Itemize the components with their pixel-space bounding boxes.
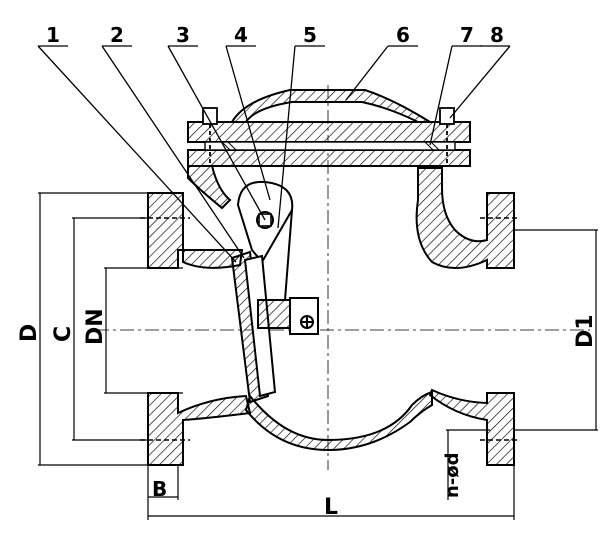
left-flange bbox=[147, 192, 252, 466]
dim-n-phi-d: n-ød bbox=[442, 452, 463, 498]
callout-5: 5 bbox=[303, 23, 317, 47]
disc-holder bbox=[257, 299, 293, 329]
callout-7: 7 bbox=[460, 23, 474, 47]
callout-leaders bbox=[37, 45, 511, 263]
dim-DN: DN bbox=[83, 308, 108, 345]
callout-6: 6 bbox=[396, 23, 410, 47]
body-left-wall bbox=[187, 165, 232, 210]
right-flange bbox=[415, 167, 515, 466]
bolts bbox=[202, 107, 455, 166]
bonnet bbox=[230, 89, 434, 123]
flange-bolt-holes bbox=[140, 217, 520, 441]
dim-L: L bbox=[324, 495, 338, 520]
valve-body-bowl bbox=[244, 390, 433, 452]
callout-8: 8 bbox=[490, 23, 504, 47]
dimension-labels: D C DN D1 B L n-ød bbox=[17, 308, 598, 520]
callout-1: 1 bbox=[46, 23, 60, 47]
dim-D1: D1 bbox=[573, 314, 598, 348]
gasket bbox=[204, 141, 456, 151]
callout-3: 3 bbox=[176, 23, 190, 47]
hinge-assembly bbox=[230, 180, 319, 404]
dim-B: B bbox=[152, 477, 167, 501]
dimension-lines bbox=[38, 192, 598, 520]
callout-4: 4 bbox=[234, 23, 248, 47]
dim-D: D bbox=[17, 324, 42, 342]
callout-2: 2 bbox=[110, 23, 124, 47]
centerlines bbox=[95, 85, 590, 470]
gasket-cross-hatch bbox=[221, 141, 440, 151]
callout-numbers: 1 2 3 4 5 6 7 8 bbox=[46, 23, 504, 47]
dim-C: C bbox=[51, 326, 76, 342]
